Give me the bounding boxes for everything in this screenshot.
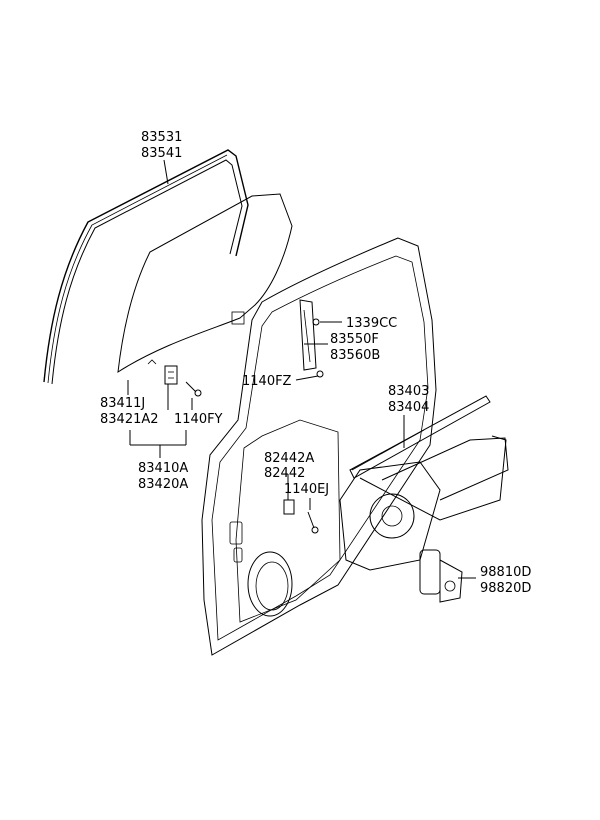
- label-1140ej: 1140EJ: [284, 482, 329, 497]
- part-labels: 83531 83541 83411J 83421A2 1140FY 83410A…: [100, 130, 531, 596]
- label-83560b: 83560B: [330, 348, 380, 363]
- label-82442: 82442: [264, 466, 305, 481]
- label-98810d: 98810D: [480, 565, 531, 580]
- label-83404: 83404: [388, 400, 429, 415]
- bracket-bolt: [307, 511, 319, 534]
- glass-bolt: [185, 381, 202, 397]
- leader-lines: [127, 159, 476, 579]
- label-1339cc: 1339CC: [346, 316, 397, 331]
- glass-run-weatherstrip: [43, 149, 249, 385]
- label-83420a: 83420A: [138, 477, 188, 492]
- door-panel: [201, 237, 437, 656]
- speaker-hole: [247, 551, 293, 617]
- label-98820d: 98820D: [480, 581, 531, 596]
- label-83410a: 83410A: [138, 461, 188, 476]
- power-window-motor: [419, 549, 463, 603]
- label-1140fy: 1140FY: [174, 412, 223, 427]
- label-1140fz: 1140FZ: [242, 374, 292, 389]
- rear-channel: [299, 299, 324, 378]
- window-regulator: [339, 395, 509, 571]
- door-glass: [117, 193, 293, 373]
- label-83421a2: 83421A2: [100, 412, 159, 427]
- label-82442a: 82442A: [264, 451, 314, 466]
- label-83411j: 83411J: [100, 396, 145, 411]
- label-83531: 83531: [141, 130, 182, 145]
- door-bracket: [283, 499, 295, 515]
- latch-openings: [229, 521, 243, 563]
- glass-holder-bracket: [164, 365, 178, 385]
- label-83403: 83403: [388, 384, 429, 399]
- glass-holder-top: [231, 311, 245, 325]
- label-83541: 83541: [141, 146, 182, 161]
- label-83550f: 83550F: [330, 332, 379, 347]
